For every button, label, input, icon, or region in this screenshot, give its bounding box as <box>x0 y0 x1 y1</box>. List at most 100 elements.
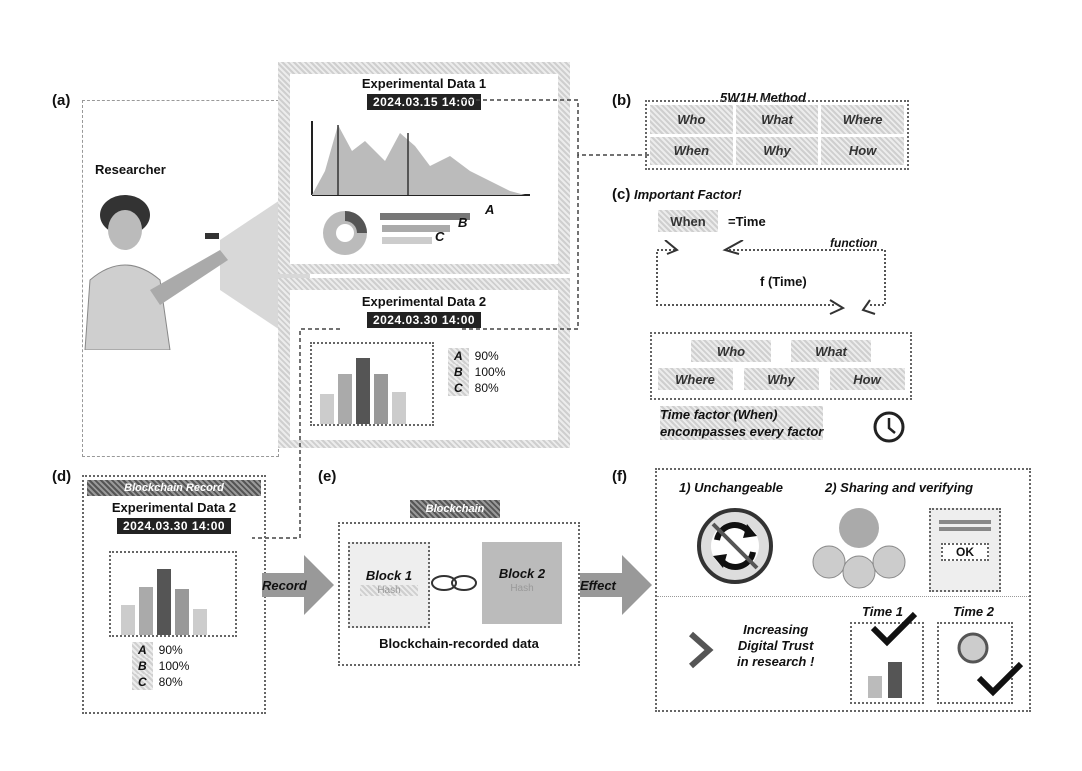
factor-cell-how: How <box>830 368 905 390</box>
trust-line-2: Digital Trust <box>737 638 814 654</box>
panel-label-e: (e) <box>318 468 336 485</box>
verification-document: OK <box>929 508 1001 592</box>
researcher-face <box>108 210 142 250</box>
arrow-icon <box>665 240 677 254</box>
factor-note-line2: encompasses every factor <box>660 423 823 440</box>
factor-heading: (c) Important Factor! <box>612 186 742 203</box>
panel-label-f: (f) <box>612 468 627 485</box>
checkmark-icon <box>869 610 919 650</box>
method-cell-how: How <box>821 137 904 166</box>
exp1-chart <box>290 111 558 256</box>
block-2-label: Block 2 <box>482 566 562 581</box>
factor-note: Time factor (When) encompasses every fac… <box>660 406 823 440</box>
blockchain-card: Block 1 Hash Block 2 Hash Blockchain-rec… <box>338 522 580 666</box>
table-value: 80% <box>153 674 196 690</box>
factor-when: When <box>658 210 718 232</box>
exp1-donut-hole <box>336 224 354 242</box>
table-row: C80% <box>448 380 511 396</box>
table-row: A90% <box>448 348 511 364</box>
factor-cell-why: Why <box>744 368 819 390</box>
table-row: A90% <box>132 642 195 658</box>
block-1-label: Block 1 <box>350 568 428 583</box>
effect-unchangeable-label: 1) Unchangeable <box>679 480 783 495</box>
effect-sharing-label: 2) Sharing and verifying <box>825 480 973 495</box>
block-1: Block 1 Hash <box>348 542 430 628</box>
factor-eq: =Time <box>728 214 766 229</box>
record-bar <box>175 589 189 635</box>
record-header: Blockchain Record <box>87 480 261 496</box>
exp2-bar <box>320 394 334 424</box>
table-row: C80% <box>132 674 195 690</box>
method-cell-who: Who <box>650 105 733 134</box>
table-row: B100% <box>448 364 511 380</box>
trust-line-1: Increasing <box>737 622 814 638</box>
exp1-hbar-label-c: C <box>435 229 444 244</box>
checkmark-icon <box>975 660 1025 700</box>
exp2-timestamp: 2024.03.30 14:00 <box>367 312 481 328</box>
chain-link-icon <box>426 572 482 594</box>
table-key: C <box>448 380 469 396</box>
exp2-bar <box>356 358 370 424</box>
factor-title: Important Factor! <box>634 187 742 202</box>
table-value: 100% <box>153 658 196 674</box>
record-bar <box>121 605 135 635</box>
researcher-device <box>205 233 219 239</box>
researcher-coat <box>85 265 170 350</box>
method-grid: Who What Where When Why How <box>645 100 909 170</box>
block-1-hash: Hash <box>360 585 418 596</box>
factor-cell-what: What <box>791 340 871 362</box>
exp1-hbar-label-a: A <box>485 202 494 217</box>
factor-cell-where: Where <box>658 368 733 390</box>
exp1-hbar-c <box>382 237 432 244</box>
record-bar-chart <box>109 551 237 637</box>
time2-label: Time 2 <box>953 604 994 619</box>
chevron-right-icon <box>685 630 715 670</box>
exp2-title: Experimental Data 2 <box>290 294 558 309</box>
exp1-timestamp: 2024.03.15 14:00 <box>367 94 481 110</box>
table-key: B <box>448 364 469 380</box>
record-bar <box>139 587 153 635</box>
exp2-bar-chart <box>310 342 434 426</box>
block-2: Block 2 Hash <box>482 542 562 624</box>
loop-left <box>657 250 835 305</box>
method-cell-why: Why <box>736 137 819 166</box>
table-value: 90% <box>153 642 196 658</box>
exp1-title: Experimental Data 1 <box>290 76 558 91</box>
network-nodes-icon <box>809 506 909 591</box>
exp2-bar <box>374 374 388 424</box>
panel-label-d: (d) <box>52 468 71 485</box>
table-key: A <box>132 642 153 658</box>
blockchain-caption: Blockchain-recorded data <box>340 636 578 651</box>
exp2-bar <box>392 392 406 424</box>
arrow-icon <box>830 300 843 314</box>
arrow-icon <box>725 240 743 254</box>
exp2-table: A90% B100% C80% <box>448 348 511 396</box>
researcher-illustration <box>80 180 310 350</box>
exp1-card: Experimental Data 1 2024.03.15 14:00 A B… <box>290 74 558 264</box>
effects-card: 1) Unchangeable 2) Sharing and verifying… <box>655 468 1031 712</box>
unchangeable-icon <box>695 506 775 586</box>
exp2-card: Experimental Data 2 2024.03.30 14:00 A90… <box>290 290 558 440</box>
table-value: 90% <box>469 348 512 364</box>
trust-message: Increasing Digital Trust in research ! <box>737 622 814 670</box>
panel-label-c: (c) <box>612 186 630 203</box>
record-arrow-label: Record <box>262 578 307 593</box>
arrow-icon <box>863 300 875 314</box>
table-value: 80% <box>469 380 512 396</box>
verification-ok-badge: OK <box>941 543 989 561</box>
exp1-hbar-a <box>380 213 470 220</box>
blockchain-header: Blockchain <box>410 500 500 518</box>
exp1-hbar-label-b: B <box>458 215 467 230</box>
panel-label-b: (b) <box>612 92 631 109</box>
factor-note-line1: Time factor (When) <box>660 406 823 423</box>
table-row: B100% <box>132 658 195 674</box>
factor-grid: Who What Where Why How <box>650 332 912 400</box>
trust-line-3: in research ! <box>737 654 814 670</box>
record-card: Blockchain Record Experimental Data 2 20… <box>82 475 266 714</box>
table-value: 100% <box>469 364 512 380</box>
record-bar <box>157 569 171 635</box>
exp1-area-series <box>312 125 525 195</box>
method-cell-when: When <box>650 137 733 166</box>
exp2-bar <box>338 374 352 424</box>
block-2-hash: Hash <box>492 583 552 594</box>
